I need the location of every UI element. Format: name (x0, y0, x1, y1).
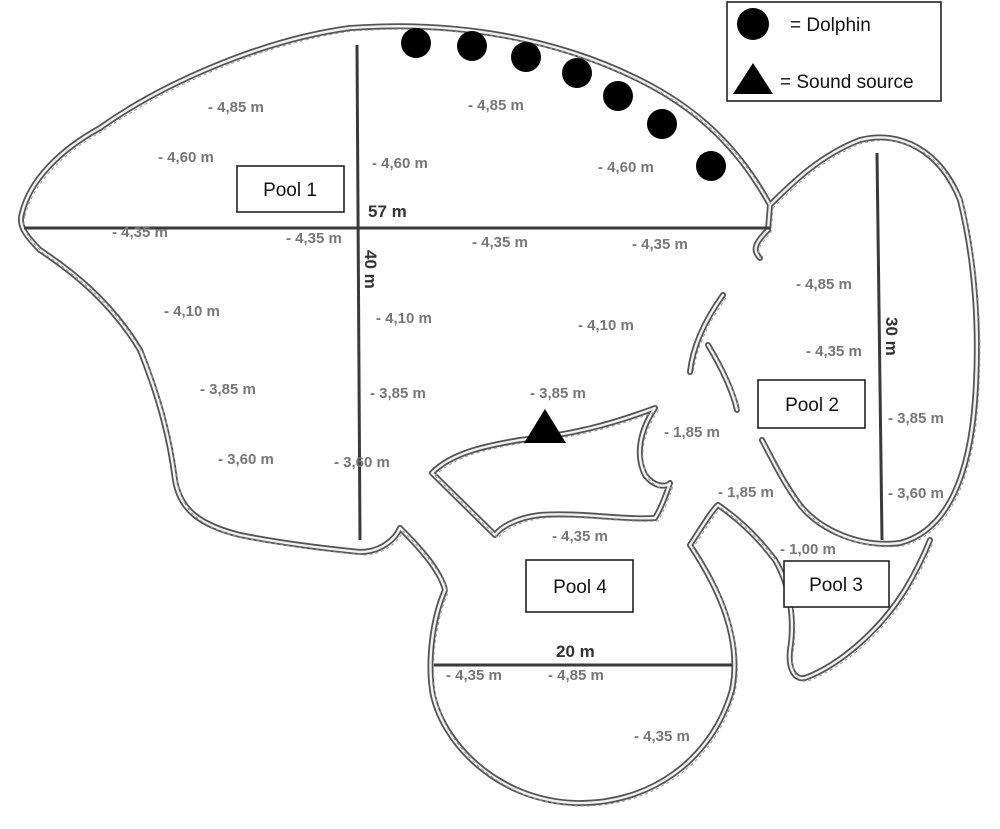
legend: = Dolphin = Sound source (726, 1, 942, 102)
pool3-label: Pool 3 (809, 575, 863, 596)
depth-label: - 3,85 m (530, 385, 586, 402)
depth-label: - 4,35 m (634, 728, 690, 745)
depth-label: - 4,35 m (286, 230, 342, 247)
depth-label: - 4,35 m (112, 224, 168, 241)
pool2-length-label: 30 m (882, 317, 901, 356)
dolphin-marker (401, 28, 431, 58)
depth-label: - 3,85 m (888, 410, 944, 427)
sound-source-legend-label: = Sound source (780, 72, 914, 93)
pool1-length-label: 57 m (368, 202, 407, 221)
depth-label: - 3,85 m (370, 385, 426, 402)
depth-label: - 4,10 m (164, 303, 220, 320)
dolphin-marker (647, 109, 677, 139)
dolphin-legend-label: = Dolphin (790, 15, 871, 36)
pool4-label: Pool 4 (553, 577, 607, 598)
pool2-label-box: Pool 2 (757, 379, 866, 429)
pool1-width-label: 40 m (361, 250, 380, 289)
depth-label: - 4,85 m (796, 276, 852, 293)
depth-label: - 4,35 m (446, 667, 502, 684)
depth-label: - 4,85 m (548, 667, 604, 684)
dolphin-marker (696, 151, 726, 181)
pool4-label-box: Pool 4 (525, 559, 634, 613)
depth-label: - 4,35 m (806, 343, 862, 360)
depth-label: - 3,60 m (334, 454, 390, 471)
pool3-label-box: Pool 3 (783, 560, 890, 608)
depth-label: - 4,35 m (632, 236, 688, 253)
pool2-label: Pool 2 (785, 395, 839, 416)
pool1-label-box: Pool 1 (236, 165, 345, 213)
depth-label: - 3,85 m (200, 381, 256, 398)
depth-label: - 4,85 m (208, 99, 264, 116)
depth-label: - 4,60 m (158, 149, 214, 166)
depth-label: - 3,60 m (218, 451, 274, 468)
depth-label: - 4,10 m (376, 310, 432, 327)
depth-label: - 4,10 m (578, 317, 634, 334)
sound-source-marker (524, 409, 566, 443)
dolphin-marker (511, 42, 541, 72)
pool1-width-line (355, 44, 362, 541)
depth-label: - 4,60 m (598, 159, 654, 176)
dolphin-legend-icon (737, 8, 769, 40)
dolphin-marker (457, 31, 487, 61)
sound-source-legend-icon (733, 63, 773, 94)
dolphin-marker (603, 81, 633, 111)
pool4-diameter-label: 20 m (556, 642, 595, 661)
depth-label: - 3,60 m (888, 485, 944, 502)
depth-label: - 1,85 m (718, 484, 774, 501)
dolphin-marker (562, 58, 592, 88)
pool2-length-line (875, 152, 884, 541)
dolphin-markers (401, 28, 726, 181)
depth-label: - 4,85 m (468, 97, 524, 114)
depth-label: - 1,00 m (780, 541, 836, 558)
depth-label: - 4,35 m (472, 234, 528, 251)
pool1-label: Pool 1 (263, 180, 317, 201)
depth-label: - 1,85 m (664, 424, 720, 441)
depth-label: - 4,35 m (552, 528, 608, 545)
depth-label: - 4,60 m (372, 155, 428, 172)
